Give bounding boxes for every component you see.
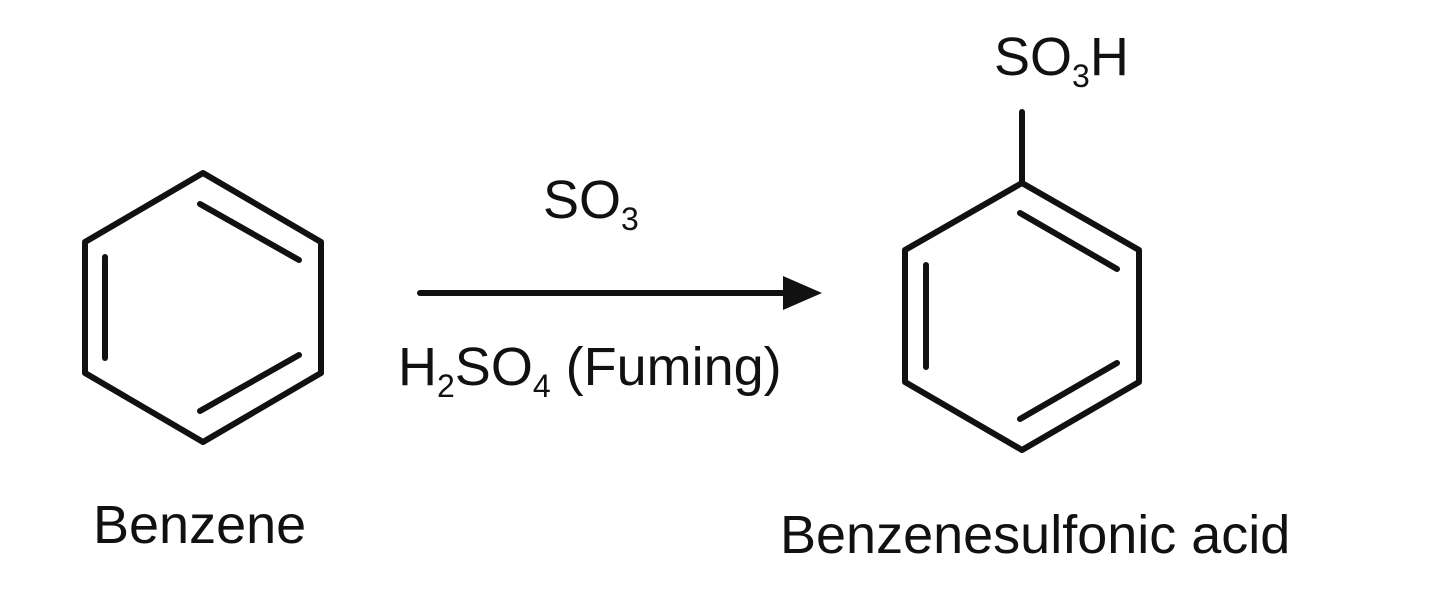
product-double-bond-upper [1017, 210, 1120, 272]
product-double-bond-lower [1017, 360, 1120, 422]
reagent-below-part1: H [398, 337, 437, 397]
reagent-below-sub2: 4 [532, 368, 551, 404]
substituent-suffix: H [1089, 27, 1129, 87]
reagent-below-part2: SO [454, 337, 533, 397]
benzenesulfonic-acid-ring [902, 109, 1142, 453]
reagent-above-arrow: SO3 [543, 170, 639, 235]
benzene-double-bond-lower [197, 352, 302, 414]
reaction-arrow-head [783, 276, 822, 310]
benzene-ring [82, 170, 324, 445]
reagent-above-subscript: 3 [621, 201, 639, 237]
reagent-below-condition: (Fuming) [550, 337, 782, 397]
reagent-below-sub1: 2 [437, 368, 455, 404]
substituent-main: SO [994, 27, 1073, 87]
product-name: Benzenesulfonic acid [780, 505, 1291, 565]
reagent-below-arrow: H2SO4 (Fuming) [398, 337, 782, 402]
substituent-subscript: 3 [1072, 58, 1090, 94]
sulfonic-acid-group-label: SO3H [994, 27, 1129, 92]
benzene-ring-outline [82, 170, 324, 445]
reagent-above-main: SO [543, 170, 622, 230]
benzene-double-bond-upper [197, 201, 302, 263]
product-ring-outline [902, 180, 1142, 453]
reactant-name: Benzene [93, 495, 307, 555]
reaction-arrow [417, 276, 822, 310]
